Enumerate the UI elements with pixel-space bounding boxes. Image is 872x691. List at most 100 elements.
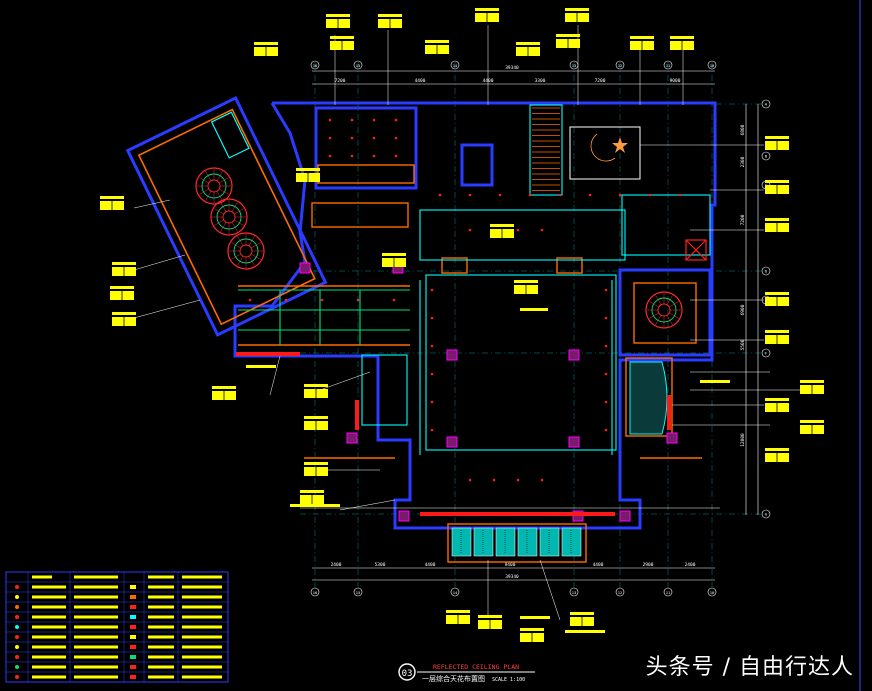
- downlight: [328, 118, 332, 122]
- downlight: [468, 193, 472, 197]
- tag-code-bar: [570, 612, 594, 615]
- tag-code-bar: [765, 136, 789, 139]
- column: [446, 349, 458, 361]
- ring-spoke: [248, 236, 255, 246]
- tag-code-bar: [304, 416, 328, 419]
- tag-code-bar: [296, 168, 320, 171]
- legend-spec-2: [182, 585, 222, 589]
- watermark: 头条号 / 自由行达人: [645, 655, 854, 680]
- ring-spoke: [666, 295, 673, 305]
- grid-bubble-bottom: [663, 587, 673, 597]
- legend-desc-2: [148, 595, 174, 599]
- legend-symbol-2: [130, 665, 136, 669]
- ring-spoke: [237, 256, 244, 266]
- tag-code-bar: [478, 615, 502, 618]
- ring-spoke: [655, 315, 662, 325]
- grid-label-bottom: 12: [618, 590, 623, 595]
- tag-underline: [290, 504, 340, 507]
- downlight: [438, 193, 442, 197]
- downlight: [430, 316, 434, 320]
- grid-bubble-top: [353, 60, 363, 70]
- grid-bubble-right: [761, 509, 771, 519]
- ring-outer: [210, 198, 248, 236]
- downlight: [430, 288, 434, 292]
- tag-code-bar: [765, 180, 789, 183]
- legend-spec-2: [182, 675, 222, 679]
- ring-spoke: [199, 177, 209, 184]
- grid-label-right: B: [765, 154, 768, 159]
- entrance-teal-panels: [451, 527, 582, 557]
- ring-spoke: [655, 295, 662, 305]
- tag-code-bar: [330, 36, 354, 39]
- tag-code-bar: [556, 34, 580, 37]
- ring-spoke: [205, 171, 212, 181]
- tag-code-bar: [112, 262, 136, 265]
- dimension-bottom-segment: 4400: [593, 562, 604, 568]
- moon-star-ceiling: [569, 126, 641, 180]
- downlight: [320, 298, 324, 302]
- legend-symbol-2: [130, 655, 136, 659]
- ring-spoke: [234, 208, 244, 215]
- leader-line: [269, 355, 281, 396]
- tag-code-bar: [514, 280, 538, 283]
- elevator-box: [685, 239, 707, 261]
- dimension-right-segment: 7200: [740, 214, 746, 225]
- legend-spec: [74, 605, 118, 609]
- legend-symbol: [15, 635, 19, 639]
- downlight: [540, 478, 544, 482]
- grid-label-bottom: 14: [453, 590, 458, 595]
- grid-label-bottom: 15: [356, 590, 361, 595]
- tag-code-bar: [475, 8, 499, 11]
- tag-code-bar: [382, 253, 406, 256]
- legend-desc-2: [148, 675, 174, 679]
- columns: [299, 262, 678, 522]
- dimension-right-segment: 6900: [740, 304, 746, 315]
- legend-desc-2: [148, 605, 174, 609]
- legend-desc-2: [148, 615, 174, 619]
- column: [446, 436, 458, 448]
- downlight: [350, 154, 354, 158]
- legend-desc: [32, 655, 66, 659]
- legend-symbol: [15, 585, 19, 589]
- tag-code-bar: [765, 330, 789, 333]
- grid-label-right: G: [765, 512, 768, 517]
- ring-spoke: [248, 256, 255, 266]
- downlight: [350, 136, 354, 140]
- tag-code-bar: [254, 42, 278, 45]
- tag-code-bar: [765, 292, 789, 295]
- ring-spoke: [219, 188, 229, 195]
- tag-code-bar: [110, 286, 134, 289]
- dimension-right-segment: 2300: [740, 156, 746, 167]
- grid-bubble-right: [761, 348, 771, 358]
- grid-label-top: 11: [666, 63, 671, 68]
- grid-label-top: 16: [313, 63, 318, 68]
- dimension-bottom-segment: 4400: [425, 562, 436, 568]
- legend-spec: [74, 665, 118, 669]
- ring-spoke: [205, 191, 212, 201]
- ring-spoke: [216, 191, 223, 201]
- downlight: [430, 400, 434, 404]
- grid-bubble-right: [761, 151, 771, 161]
- grid-bubble-top: [615, 60, 625, 70]
- ring-spoke: [649, 312, 659, 319]
- tag-code-bar: [765, 448, 789, 451]
- dimension-top-segment: 3300: [535, 78, 546, 84]
- grid-bubble-bottom: [615, 587, 625, 597]
- legend-spec: [74, 575, 118, 579]
- tag-underline: [246, 365, 276, 368]
- ring-spoke: [220, 202, 227, 212]
- grid-label-right: A: [765, 102, 768, 107]
- legend-spec: [74, 615, 118, 619]
- downlight: [430, 344, 434, 348]
- downlight: [648, 193, 652, 197]
- legend-desc: [32, 575, 52, 579]
- downlight: [392, 298, 396, 302]
- tag-underline: [520, 308, 548, 311]
- legend-desc: [32, 615, 66, 619]
- legend-symbol-2: [130, 605, 136, 609]
- ring-outer: [227, 232, 265, 270]
